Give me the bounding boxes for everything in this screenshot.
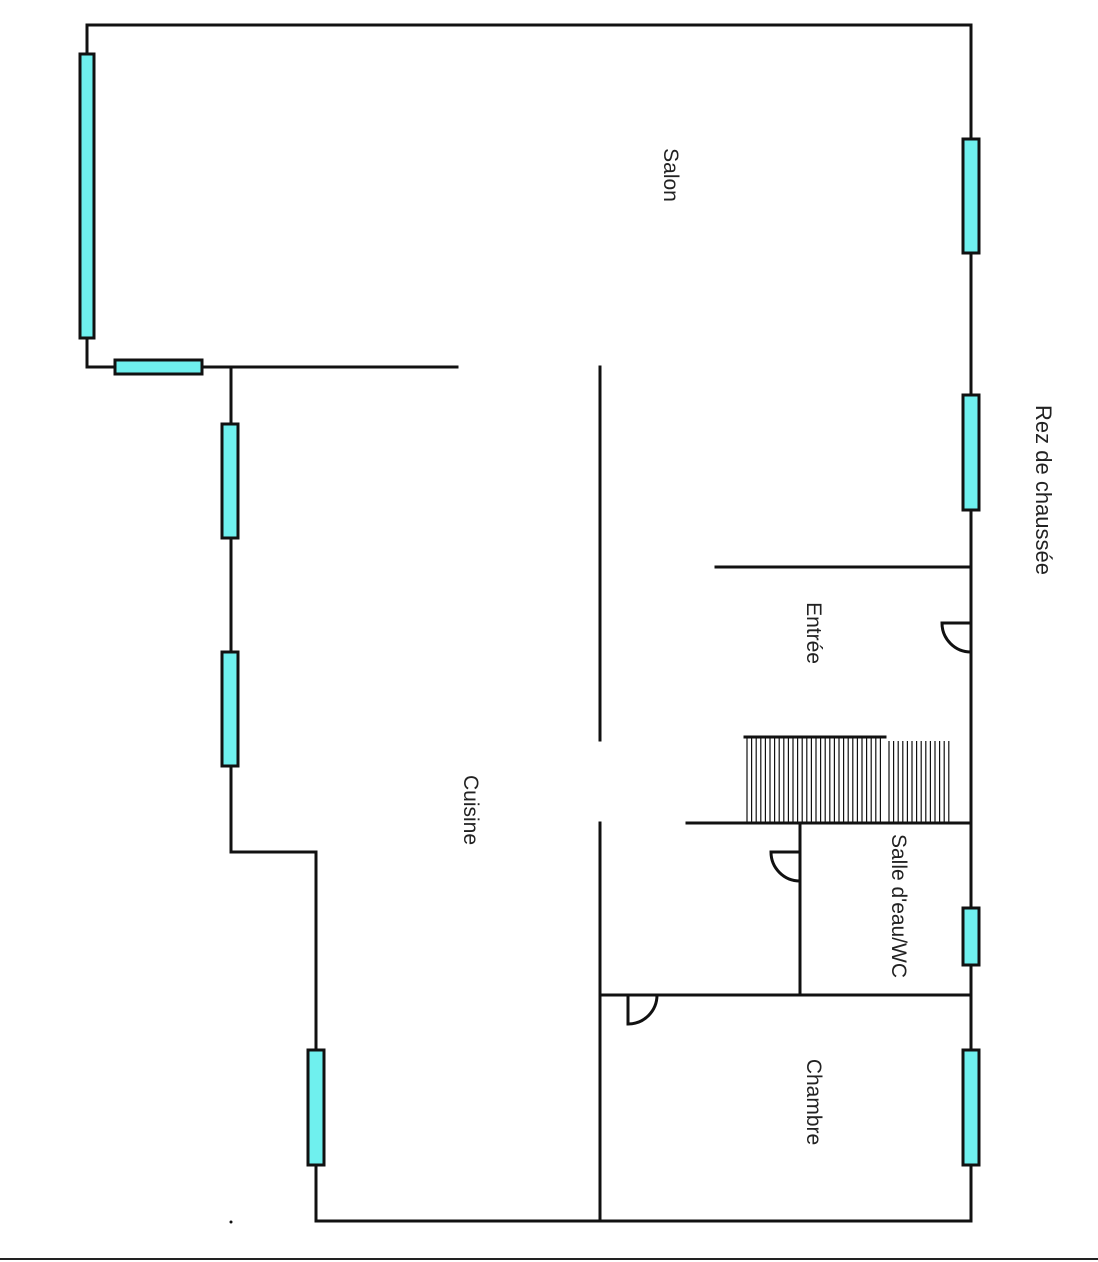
window — [306, 1048, 326, 1167]
window — [961, 137, 981, 255]
room-label-salle-eau: Salle d'eau/WC — [887, 834, 910, 978]
window — [78, 52, 96, 340]
room-label-entree: Entrée — [802, 602, 825, 664]
window — [220, 422, 240, 540]
room-label-cuisine: Cuisine — [459, 775, 482, 845]
exterior-wall — [85, 23, 973, 1223]
bedroom-door — [626, 994, 659, 1026]
exterior-walls — [85, 23, 973, 1223]
room-label-chambre: Chambre — [802, 1059, 825, 1145]
room-labels: Salon Entrée Cuisine Salle d'eau/WC Cham… — [459, 148, 1056, 1145]
window — [961, 1048, 981, 1167]
interior-walls — [229, 365, 973, 1223]
entrance-door — [940, 621, 972, 654]
plan-title: Rez de chaussée — [1031, 405, 1056, 575]
stray-dot — [229, 1220, 233, 1224]
staircase — [746, 737, 950, 822]
room-label-salon: Salon — [659, 148, 682, 202]
window — [961, 393, 981, 512]
windows — [78, 52, 981, 1167]
window — [220, 650, 240, 768]
window — [113, 358, 204, 376]
doors — [626, 621, 972, 1026]
bathroom-door — [769, 850, 801, 883]
window — [961, 906, 981, 967]
